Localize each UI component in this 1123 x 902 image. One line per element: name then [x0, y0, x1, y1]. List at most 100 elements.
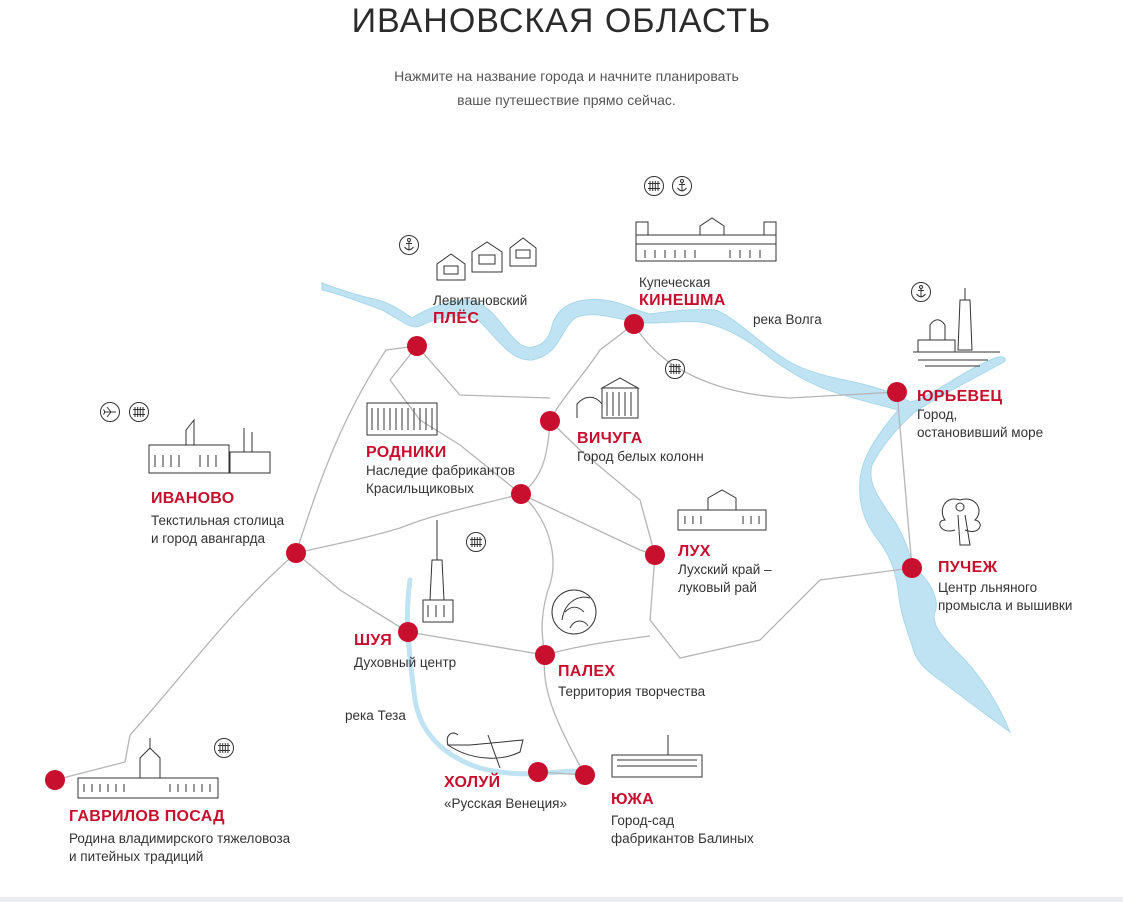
city-shuya: ШУЯ Духовный центр: [354, 632, 456, 672]
city-kineshma-pretitle: Купеческая: [639, 275, 711, 290]
city-rodniki-desc: Наследие фабрикантов Красильщиковых: [366, 462, 515, 498]
city-kineshma-name[interactable]: КИНЕШМА: [639, 292, 726, 309]
city-kholuy-desc: «Русская Венеция»: [444, 795, 567, 813]
yurievets-church-illustration: [913, 288, 1000, 367]
city-gavrilov-posad-desc-1: Родина владимирского тяжеловоза: [69, 831, 291, 846]
city-ivanovo: ИВАНОВО Текстильная столица и город аван…: [151, 490, 284, 548]
city-rodniki: РОДНИКИ Наследие фабрикантов Красильщико…: [366, 444, 515, 498]
city-puchezh-desc-1: Центр льняного: [938, 580, 1038, 595]
dot-palekh[interactable]: [535, 645, 555, 665]
subtitle-line-1: Нажмите на название города и начните пла…: [394, 68, 739, 84]
dot-gavrilov-posad[interactable]: [45, 770, 65, 790]
tesa-river-label: река Теза: [345, 708, 406, 723]
city-ivanovo-desc: Текстильная столица и город авангарда: [151, 512, 284, 548]
city-gavrilov-posad-name[interactable]: ГАВРИЛОВ ПОСАД: [69, 808, 225, 825]
airplane-icon: [100, 402, 120, 422]
anchor-icon: [399, 235, 419, 255]
page-title: ИВАНОВСКАЯ ОБЛАСТЬ: [351, 2, 772, 40]
city-yurievets: ЮРЬЕВЕЦ Город, остановивший море: [917, 388, 1043, 442]
city-yuzha-desc: Город-сад фабрикантов Балиных: [611, 812, 754, 848]
city-kholuy-name[interactable]: ХОЛУЙ: [444, 774, 501, 791]
kineshma-building-illustration: [635, 217, 777, 262]
vichuga-colonnade-illustration: [576, 377, 640, 419]
ples-houses-illustration: [436, 237, 537, 281]
city-yuzha-name[interactable]: ЮЖА: [611, 791, 655, 808]
dot-yurievets[interactable]: [887, 382, 907, 402]
city-gavrilov-posad: ГАВРИЛОВ ПОСАД Родина владимирского тяже…: [69, 808, 290, 866]
city-yuzha: ЮЖА Город-сад фабрикантов Балиных: [611, 791, 754, 848]
ivanovo-building-illustration: [148, 418, 271, 474]
city-yurievets-desc-2: остановивший море: [917, 425, 1044, 440]
dot-shuya[interactable]: [398, 622, 418, 642]
volga-river-label: река Волга: [753, 312, 822, 327]
city-yuzha-desc-2: фабрикантов Балиных: [611, 831, 754, 846]
lukh-fortress-illustration: [677, 489, 767, 531]
city-ples-name[interactable]: ПЛЁС: [433, 310, 480, 327]
city-ivanovo-desc-2: и город авангарда: [151, 531, 265, 546]
city-lukh-name[interactable]: ЛУХ: [678, 543, 711, 560]
anchor-icon: [672, 176, 692, 196]
dot-kholuy[interactable]: [528, 762, 548, 782]
dot-ples[interactable]: [407, 336, 427, 356]
city-yuzha-desc-1: Город-сад: [611, 813, 675, 828]
city-palekh-desc: Территория творчества: [558, 683, 705, 701]
subtitle-line-2: ваше путешествие прямо сейчас.: [457, 92, 676, 108]
gavrilov-posad-building-illustration: [77, 738, 219, 799]
city-markers: [45, 314, 922, 790]
city-gavrilov-posad-desc: Родина владимирского тяжеловоза и питейн…: [69, 830, 290, 866]
city-palekh: ПАЛЕХ Территория творчества: [558, 663, 705, 701]
tesa-river: [405, 577, 593, 779]
dot-rodniki[interactable]: [511, 484, 531, 504]
city-palekh-name[interactable]: ПАЛЕХ: [558, 663, 616, 680]
dot-lukh[interactable]: [645, 545, 665, 565]
city-yurievets-name[interactable]: ЮРЬЕВЕЦ: [917, 388, 1003, 405]
city-vichuga-desc-1: Город белых колонн: [577, 449, 704, 464]
railway-icon: [644, 176, 664, 196]
city-vichuga: ВИЧУГА Город белых колонн: [577, 430, 704, 466]
city-lukh-desc-2: луковый рай: [678, 580, 757, 595]
city-lukh: ЛУХ Лухский край – луковый рай: [678, 543, 772, 597]
transport-icons: [100, 176, 931, 758]
city-ivanovo-name[interactable]: ИВАНОВО: [151, 490, 235, 507]
city-puchezh-desc-2: промысла и вышивки: [938, 598, 1073, 613]
city-shuya-desc-1: Духовный центр: [354, 655, 457, 670]
dot-vichuga[interactable]: [540, 411, 560, 431]
city-ivanovo-desc-1: Текстильная столица: [151, 513, 285, 528]
city-rodniki-desc-2: Красильщиковых: [366, 481, 474, 496]
rivers: [321, 282, 1012, 779]
anchor-icon: [911, 282, 931, 302]
city-puchezh-name[interactable]: ПУЧЕЖ: [938, 559, 998, 576]
railway-icon: [466, 532, 486, 552]
city-vichuga-desc: Город белых колонн: [577, 448, 704, 466]
city-vichuga-name[interactable]: ВИЧУГА: [577, 430, 643, 447]
puchezh-angel-illustration: [939, 498, 981, 546]
dot-ivanovo[interactable]: [286, 543, 306, 563]
dot-puchezh[interactable]: [902, 558, 922, 578]
city-lukh-desc-1: Лухский край –: [678, 562, 772, 577]
city-rodniki-desc-1: Наследие фабрикантов: [366, 463, 516, 478]
page-bottom-strip: [0, 897, 1123, 902]
city-yurievets-desc: Город, остановивший море: [917, 406, 1043, 442]
dot-yuzha[interactable]: [575, 765, 595, 785]
city-puchezh: ПУЧЕЖ Центр льняного промысла и вышивки: [938, 559, 1072, 615]
palekh-firebird-illustration: [551, 589, 597, 635]
city-kholuy-desc-1: «Русская Венеция»: [444, 796, 567, 811]
railway-icon: [129, 402, 149, 422]
rodniki-factory-illustration: [366, 402, 438, 436]
roads: [54, 323, 913, 781]
kholuy-boat-illustration: [446, 732, 524, 769]
city-shuya-name[interactable]: ШУЯ: [354, 632, 393, 649]
city-kineshma: Купеческая КИНЕШМА: [639, 274, 726, 310]
city-ples-pretitle: Левитановский: [433, 293, 528, 308]
city-kholuy: ХОЛУЙ «Русская Венеция»: [444, 774, 567, 813]
dot-kineshma[interactable]: [624, 314, 644, 334]
city-rodniki-name[interactable]: РОДНИКИ: [366, 444, 447, 461]
city-ples: Левитановский ПЛЁС: [433, 292, 527, 328]
city-gavrilov-posad-desc-2: и питейных традиций: [69, 849, 204, 864]
page-subtitle: Нажмите на название города и начните пла…: [0, 64, 1123, 112]
shuya-belltower-illustration: [422, 520, 454, 623]
railway-icon: [665, 359, 685, 379]
city-palekh-desc-1: Территория творчества: [558, 684, 706, 699]
city-lukh-desc: Лухский край – луковый рай: [678, 561, 772, 597]
yuzha-factory-illustration: [611, 735, 703, 778]
